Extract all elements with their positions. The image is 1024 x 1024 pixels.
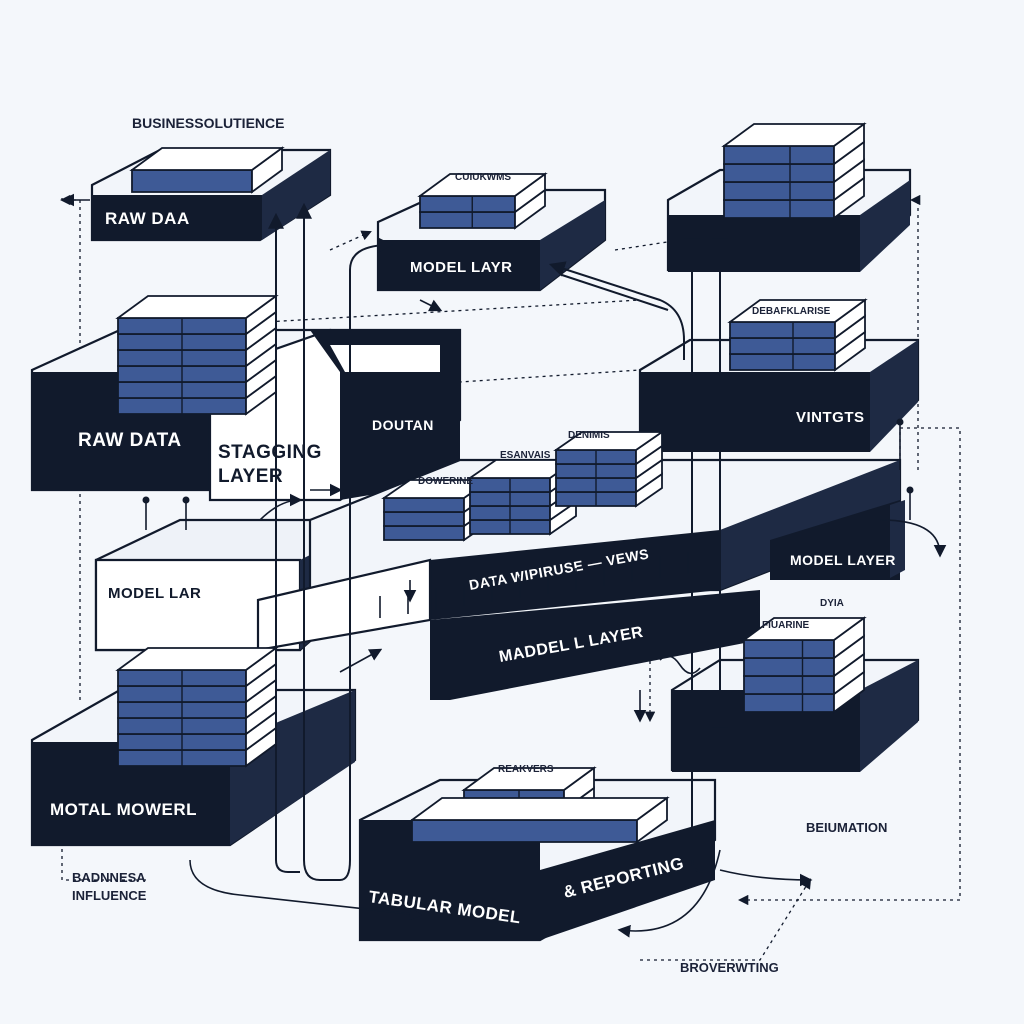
- pipe-left-outer: [268, 212, 300, 873]
- stack-debaf-top: [727, 299, 868, 323]
- stack-dowerine-front-2: [383, 525, 465, 541]
- stack-debaf-front-0: [729, 321, 836, 339]
- pipe-center-left-2: [303, 859, 351, 881]
- platform-model-layer-right-label: MODEL LAYER: [790, 552, 896, 568]
- stack-columns-front-0: [419, 195, 516, 213]
- label-business-influence-line1: BADNNESA: [72, 870, 146, 885]
- dashed-flow-right-up: [909, 194, 921, 470]
- stem-dot-2: [896, 418, 904, 426]
- arrow-bottom-right: [719, 869, 813, 887]
- arrow-doutan: [419, 299, 443, 312]
- stack-debaf-front-2: [729, 353, 836, 371]
- cube-label-fiuarine: FIUARINE: [762, 620, 810, 631]
- stem-dots: [142, 418, 914, 618]
- arrow-right-mid: [879, 519, 947, 558]
- pipe-center-left: [349, 237, 394, 860]
- stack-fiuarine-top: [741, 617, 867, 641]
- staging-layer-label-line1: STAGGING: [218, 442, 322, 463]
- stack-top-right-front-3: [723, 199, 835, 219]
- dashed-flow-top-mid: [329, 230, 372, 251]
- floating-labels: BUSINESSOLUTIENCE BADNNESA INFLUENCE BEI…: [72, 115, 887, 975]
- label-broverwting: BROVERWTING: [680, 960, 779, 975]
- stack-fiuarine-front-1: [743, 657, 835, 677]
- platform-raw-data-label: RAW DATA: [78, 430, 182, 451]
- pipe-model-link: [548, 261, 685, 360]
- stack-fiuarine-front-3: [743, 693, 835, 713]
- dashed-flow-bottom-right: [640, 878, 812, 961]
- stack-fiuarine-front-2: [743, 675, 835, 695]
- staging-layer-label-line2: LAYER: [218, 466, 283, 487]
- arrow-squiggle: [659, 655, 701, 675]
- arrow-bottom-left: [189, 859, 423, 921]
- stack-top-right-front-2: [723, 181, 835, 201]
- cube-label-columns: CUIUKWMS: [455, 172, 511, 183]
- stack-top-right-front-1: [723, 163, 835, 183]
- dashed-flow-bottom-left: [61, 800, 150, 881]
- stack-top-right-front-0: [723, 145, 835, 165]
- platform-model-lar-label: MODEL LAR: [108, 585, 201, 602]
- vertical-pipes: [268, 202, 728, 881]
- platform-total-model-label: MOTAL MOWERL: [50, 800, 197, 819]
- cube-label-reakvers: REAKVERS: [498, 764, 554, 775]
- stack-debaf-front-1: [729, 337, 836, 355]
- platform-vintgts-label: VINTGTS: [796, 409, 865, 426]
- stack-raw-data-top-top: [129, 147, 285, 171]
- cube-label-dyia: DYIA: [820, 598, 844, 609]
- stack-tabular-base-front-0: [411, 819, 638, 843]
- cube-label-denimis: DENIMIS: [568, 430, 610, 441]
- label-business-solutience: BUSINESSOLUTIENCE: [132, 115, 284, 131]
- stack-reakvers-top: [461, 767, 597, 791]
- stack-fiuarine-front-0: [743, 639, 835, 659]
- cube-label-dowerine: DOWERINE: [418, 476, 473, 487]
- platform-model-layer-right: MODEL LAYER: [770, 500, 905, 580]
- stack-dowerine-front-1: [383, 511, 465, 527]
- small-arrows: [61, 193, 947, 938]
- platform-model-layer-top-label: MODEL LAYR: [410, 259, 513, 276]
- stem-dot-1: [182, 496, 190, 504]
- label-business-influence-line2: INFLUENCE: [72, 888, 147, 903]
- platform-doutan-label: DOUTAN: [372, 417, 434, 433]
- stack-tabular-base-top: [409, 797, 670, 821]
- stack-dowerine-front-0: [383, 497, 465, 513]
- stack-columns-front-1: [419, 211, 516, 229]
- label-beiumation: BEIUMATION: [806, 820, 887, 835]
- cube-captions: CUIUKWMS DEBAFKLARISE DOWERINE ESANVAIS …: [418, 172, 844, 775]
- stack-raw-data-top-front-0: [131, 169, 253, 193]
- arrow-model-right: [339, 648, 383, 673]
- pipe-right-outer: [684, 222, 705, 873]
- stack-denimis-top: [553, 431, 665, 451]
- stack-columns-top: [417, 173, 548, 197]
- platform-vintgts: VINTGTS: [638, 338, 920, 452]
- cube-label-esanvaig: ESANVAIS: [500, 450, 551, 461]
- arrow-warehouse-1: [259, 493, 303, 521]
- stack-top-right-top: [721, 123, 867, 147]
- stem-dot-3: [906, 486, 914, 494]
- pipe-model-link-2: [561, 274, 669, 311]
- platform-raw-data-top-label: RAW DAA: [105, 209, 190, 228]
- arrow-bottom-reporting: [617, 849, 721, 938]
- stem-dot-0: [142, 496, 150, 504]
- cube-stacks: [115, 122, 868, 844]
- cube-label-debaf: DEBAFKLARISE: [752, 306, 831, 317]
